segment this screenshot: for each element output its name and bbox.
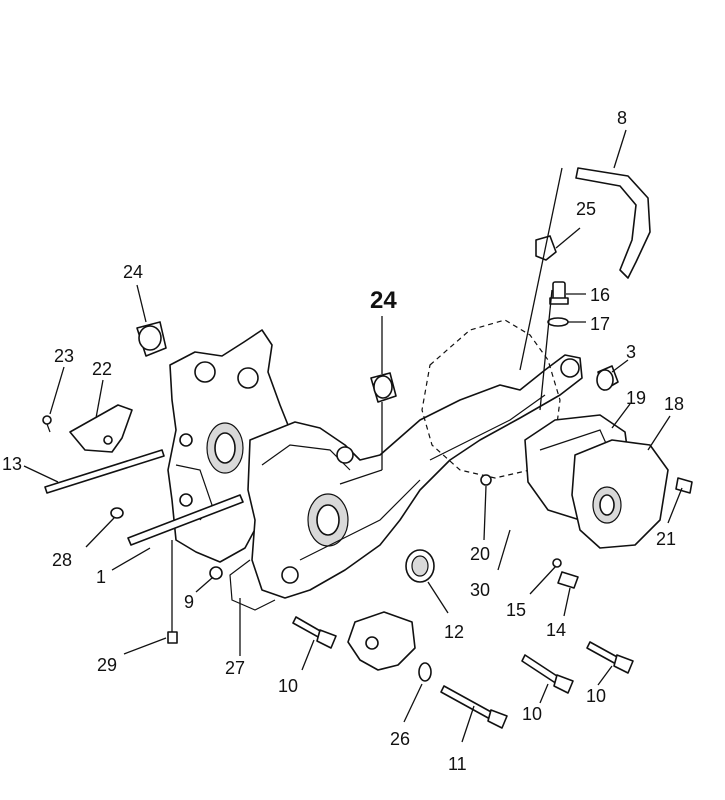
callout-19: 19 (626, 388, 646, 408)
callout-27: 27 (225, 658, 245, 678)
callout-20: 20 (470, 544, 490, 564)
washer-15 (552, 558, 562, 568)
callout-18: 18 (664, 394, 684, 414)
dowel-bushing-24-left (136, 321, 167, 357)
breather-fitting-16 (549, 281, 569, 305)
callout-21: 21 (656, 529, 676, 549)
main-crankcase-body (229, 354, 583, 611)
bolt-10-right (586, 641, 634, 674)
left-crankcase-half (167, 329, 289, 563)
bolt-14 (557, 571, 579, 589)
dowel-bushing-24-center (370, 372, 397, 403)
callout-17: 17 (590, 314, 610, 334)
screw-23 (42, 415, 52, 433)
callout-8: 8 (617, 108, 627, 128)
callout-22: 22 (92, 359, 112, 379)
leader-lines (23, 129, 683, 743)
bolt-21 (675, 477, 693, 494)
guard-plate-22 (69, 404, 133, 453)
callout-12: 12 (444, 622, 464, 642)
callout-16: 16 (590, 285, 610, 305)
dowel-9 (209, 566, 223, 580)
callout-10-center: 10 (522, 704, 542, 724)
callout-24-center: 24 (370, 287, 397, 314)
breather-hose (575, 167, 651, 279)
callout-24-left: 24 (123, 262, 143, 282)
callout-14: 14 (546, 620, 566, 640)
callout-25: 25 (576, 199, 596, 219)
bolt-10-center (521, 654, 574, 694)
callout-13: 13 (2, 454, 22, 474)
crankcase-gasket (421, 319, 561, 479)
callout-labels: 8 25 16 17 3 19 18 21 20 30 15 14 12 10 … (2, 108, 684, 774)
stud-bolt-13 (44, 449, 165, 494)
plug-29 (167, 631, 178, 644)
callout-26: 26 (390, 729, 410, 749)
callout-3: 3 (626, 342, 636, 362)
o-ring-17 (547, 317, 569, 327)
bolt-20 (480, 474, 492, 486)
callout-23: 23 (54, 346, 74, 366)
side-cover-18 (571, 439, 669, 549)
bushing-3 (596, 365, 619, 391)
washer-26 (418, 662, 432, 682)
callout-30: 30 (470, 580, 490, 600)
callout-15: 15 (506, 600, 526, 620)
stud-bolt-1 (127, 494, 244, 546)
callout-10-left: 10 (278, 676, 298, 696)
callout-10-right: 10 (586, 686, 606, 706)
callout-29: 29 (97, 655, 117, 675)
callout-1: 1 (96, 567, 106, 587)
callout-11: 11 (448, 754, 467, 774)
oil-seal-12 (405, 549, 435, 583)
bolt-11 (440, 685, 508, 729)
dowel-pin-28 (110, 507, 124, 519)
callout-9: 9 (184, 592, 194, 612)
water-pump-27 (347, 611, 416, 671)
callout-28: 28 (52, 550, 72, 570)
bolt-10-left (292, 616, 337, 649)
